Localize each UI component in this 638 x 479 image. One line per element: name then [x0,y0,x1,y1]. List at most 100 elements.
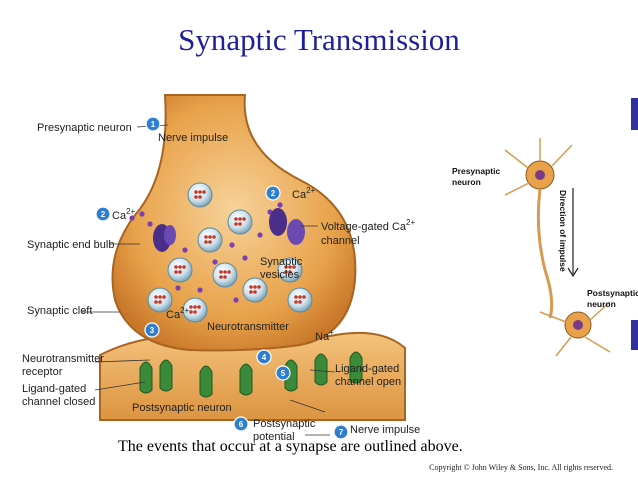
slide-title: Synaptic Transmission [178,22,460,57]
neurotransmitter-molecule [162,295,166,299]
label-synaptic-end-bulb: Synaptic end bulb [27,239,114,251]
neurotransmitter-molecule [202,190,206,194]
synaptic-vesicle [187,182,213,208]
step-badge-number: 3 [150,326,155,335]
step-badge-number: 2 [101,210,106,219]
neurotransmitter-molecule [219,270,223,274]
label-ca-top: Ca2+ [292,186,316,201]
neurotransmitter-molecule [204,235,208,239]
neurotransmitter-molecule [298,295,302,299]
label-postsynaptic-potential-1: Postsynaptic [253,418,316,430]
neurotransmitter-molecule [219,275,223,279]
label-nerve-impulse-bottom: Nerve impulse [350,424,420,436]
neurotransmitter-molecule [298,300,302,304]
label-postsynaptic-neuron: Postsynaptic neuron [132,402,232,414]
neurotransmitter-molecule [292,265,296,269]
neurotransmitter-molecule [227,270,231,274]
synaptic-vesicle [212,262,238,288]
neurotransmitter-molecule [294,300,298,304]
calcium-ion [182,247,188,253]
neurotransmitter-molecule [294,295,298,299]
step-badge [256,349,272,365]
neurotransmitter-molecule [178,265,182,269]
neurotransmitter-molecule [174,270,178,274]
neurotransmitter-molecule [288,265,292,269]
neurotransmitter-molecule [302,295,306,299]
calcium-ion [257,232,263,238]
label-ligand-open-2: channel open [335,376,401,388]
synaptic-vesicle [182,297,208,323]
inset-label-presynaptic-1: Presynaptic [452,166,500,176]
step-badge [333,424,349,440]
inset-label-direction: Direction of impulse [558,190,568,272]
neurotransmitter-molecule [208,240,212,244]
neurotransmitter-molecule [193,310,197,314]
neurotransmitter-molecule [284,270,288,274]
copyright-notice: Copyright © John Wiley & Sons, Inc. All … [429,463,613,472]
label-nt-receptor-1: Neurotransmitter [22,353,104,365]
step-badge-number: 5 [281,369,286,378]
calcium-ion [197,287,203,293]
step-badge-number: 1 [151,120,156,129]
label-ca-left: Ca2+ [112,207,136,222]
step-badge [145,116,161,132]
neurotransmitter-molecule [238,222,242,226]
accent-bar-top [631,98,638,130]
neurotransmitter-molecule [197,305,201,309]
neurotransmitter-molecule [198,195,202,199]
label-synaptic-cleft: Synaptic cleft [27,305,92,317]
neurotransmitter-molecule [242,217,246,221]
neurotransmitter-molecule [257,285,261,289]
synaptic-vesicle [147,287,173,313]
step-badge-number: 7 [339,428,344,437]
voltage-gated-channel-right [269,208,305,245]
calcium-ion [129,215,135,221]
synaptic-vesicle [277,257,303,283]
calcium-ion [233,297,239,303]
leader-lines [82,124,336,436]
neurotransmitter-molecule [178,270,182,274]
synaptic-vesicle [227,209,253,235]
neurotransmitter-molecule [204,240,208,244]
calcium-ion [277,202,283,208]
label-ligand-closed-1: Ligand-gated [22,383,86,395]
neurotransmitter-molecule [198,190,202,194]
label-presynaptic-neuron: Presynaptic neuron [37,122,132,134]
label-voltage-gated: Voltage-gated Ca2+ [321,218,415,233]
calcium-ion [139,211,145,217]
neurotransmitter-molecule [238,217,242,221]
slide-caption: The events that occur at a synapse are o… [118,438,463,455]
step-badge [144,322,160,338]
synaptic-vesicles [147,182,313,323]
step-badge-number: 2 [271,189,276,198]
calcium-ion [175,285,181,291]
neurotransmitter-molecule [208,235,212,239]
direction-arrow-icon [567,188,579,278]
neurotransmitter-molecule [158,300,162,304]
neurotransmitter-molecule [193,305,197,309]
neurotransmitter-molecule [223,270,227,274]
neurotransmitter-molecule [253,285,257,289]
neurotransmitter-molecule [154,295,158,299]
label-postsynaptic-potential-2: potential [253,431,295,443]
inset-label-presynaptic-2: neuron [452,177,481,187]
neurotransmitter-molecule [249,290,253,294]
calcium-ion [242,255,248,261]
step-badge [233,416,249,432]
neurotransmitter-molecule [253,290,257,294]
neurotransmitter-molecule [234,222,238,226]
synaptic-vesicle [287,287,313,313]
neurotransmitter-molecule [154,300,158,304]
calcium-ion [229,242,235,248]
neurotransmitter-molecule [284,265,288,269]
synaptic-vesicle [167,257,193,283]
accent-bar-bottom [631,320,638,350]
step-badge [275,365,291,381]
neurotransmitter-molecule [223,275,227,279]
label-synaptic-vesicles-1: Synaptic [260,256,303,268]
neurotransmitter-molecule [212,235,216,239]
neurotransmitter-molecule [182,265,186,269]
label-synaptic-vesicles-2: vesicles [260,269,300,281]
